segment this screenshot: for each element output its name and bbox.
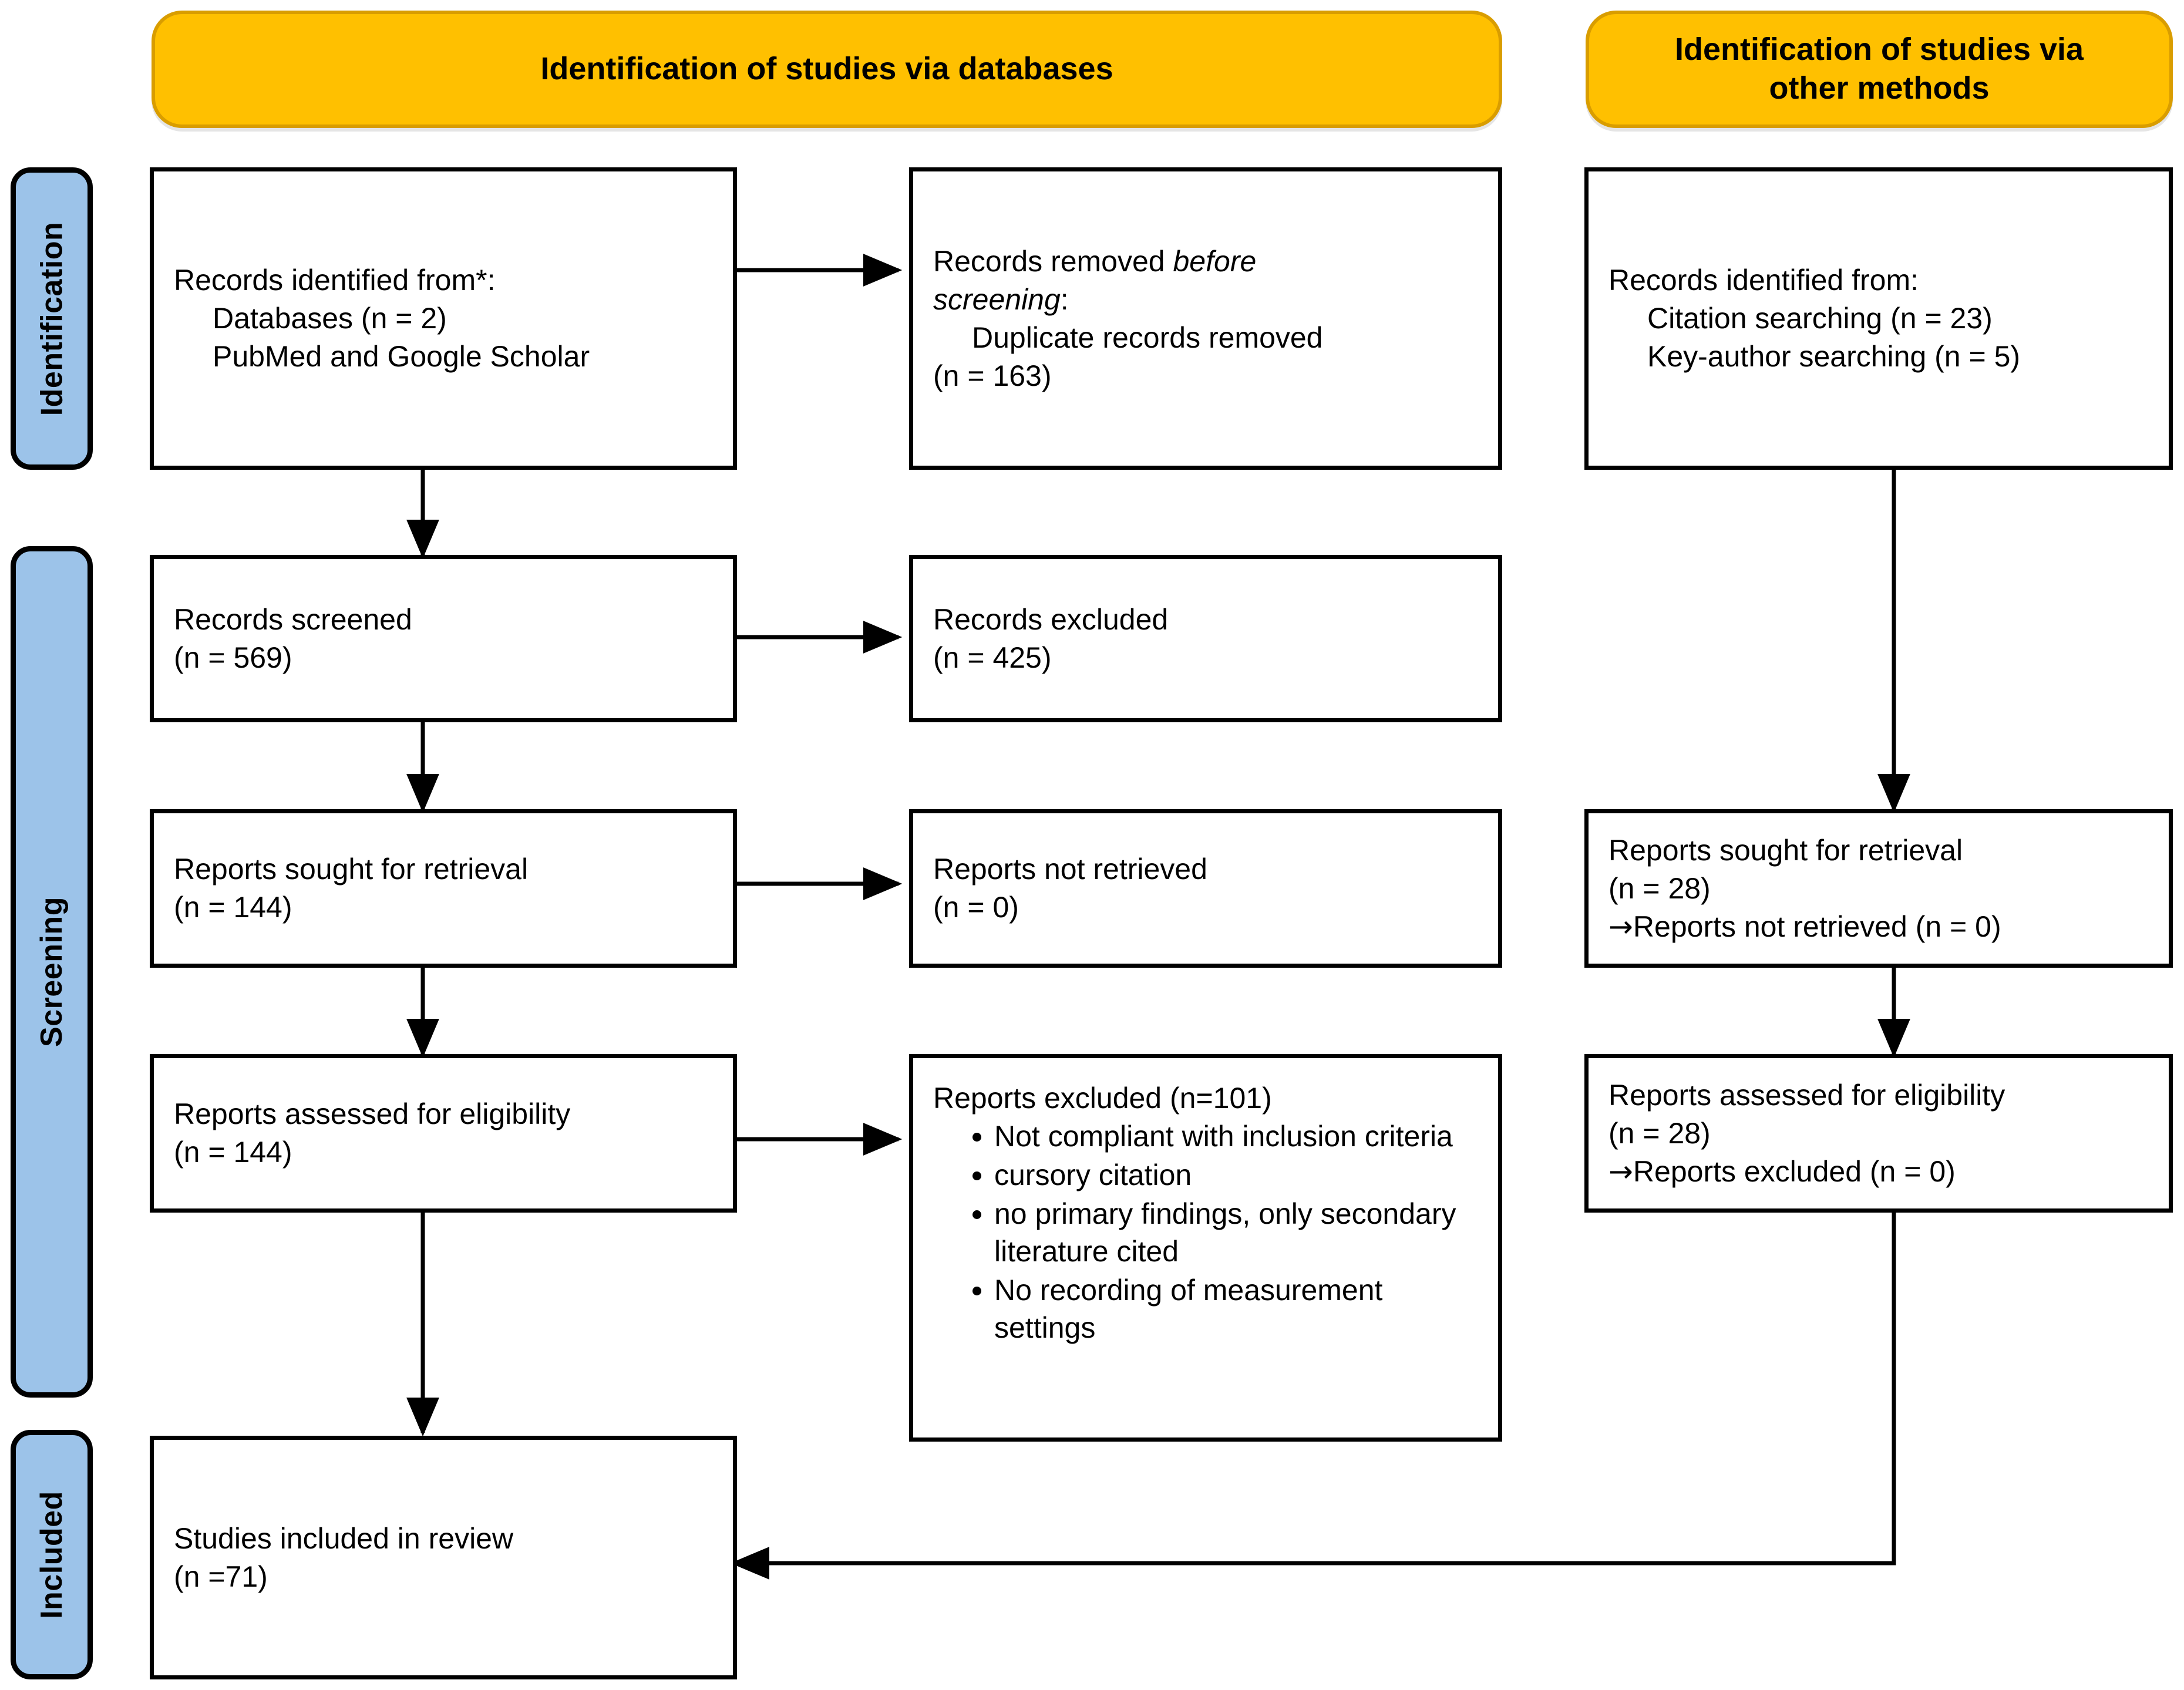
studies-included-line1: Studies included in review [174, 1521, 514, 1555]
stage-label-identification: Identification [11, 167, 93, 470]
stage-included-text: Included [35, 1490, 69, 1619]
list-item: cursory citation [994, 1156, 1478, 1194]
box-other-reports-assessed-for-eligibility: Reports assessed for eligibility (n = 28… [1584, 1054, 2173, 1213]
records-removed-line2-italic: screening [933, 282, 1061, 316]
records-screened-line2: (n = 569) [174, 641, 292, 674]
reports-not-retrieved-line2: (n = 0) [933, 891, 1019, 924]
reports-excluded-heading: Reports excluded (n=101) [933, 1082, 1272, 1115]
other-reports-assessed-line1: Reports assessed for eligibility [1608, 1078, 2005, 1112]
stage-label-screening: Screening [11, 546, 93, 1398]
records-removed-line2-post: : [1060, 282, 1069, 316]
records-removed-line3: Duplicate records removed [972, 321, 1323, 354]
box-other-reports-sought-for-retrieval: Reports sought for retrieval (n = 28) →R… [1584, 809, 2173, 968]
box-records-identified: Records identified from*: Databases (n =… [150, 167, 737, 470]
other-reports-sought-line1: Reports sought for retrieval [1608, 833, 1963, 867]
other-records-identified-line1: Records identified from: [1608, 264, 1919, 297]
other-reports-sought-line3: →Reports not retrieved (n = 0) [1608, 908, 2149, 946]
banner-databases-label: Identification of studies via databases [540, 51, 1113, 87]
stage-identification-text: Identification [35, 221, 69, 416]
stage-label-included: Included [11, 1430, 93, 1679]
reports-assessed-line2: (n = 144) [174, 1136, 292, 1169]
reports-assessed-line1: Reports assessed for eligibility [174, 1098, 571, 1130]
right-arrow-icon: → [1608, 909, 1633, 944]
other-reports-sought-line2: (n = 28) [1608, 871, 1711, 905]
other-reports-assessed-line2: (n = 28) [1608, 1116, 1711, 1150]
banner-identification-databases: Identification of studies via databases [152, 11, 1502, 128]
other-records-identified-line3: Key-author searching (n = 5) [1647, 340, 2021, 373]
other-records-identified-line2: Citation searching (n = 23) [1647, 302, 1993, 335]
box-records-excluded: Records excluded (n = 425) [909, 555, 1502, 722]
reports-not-retrieved-line1: Reports not retrieved [933, 853, 1207, 886]
stage-screening-text: Screening [35, 897, 69, 1047]
box-reports-assessed-for-eligibility: Reports assessed for eligibility (n = 14… [150, 1054, 737, 1213]
banner-other-methods-label: Identification of studies via other meth… [1674, 32, 2084, 106]
records-removed-line1-italic: before [1173, 244, 1257, 278]
records-identified-line2: Databases (n = 2) [213, 302, 447, 335]
list-item: Not compliant with inclusion criteria [994, 1117, 1478, 1155]
list-item: No recording of measurement settings [994, 1271, 1478, 1346]
records-removed-line1: Records removed before [933, 245, 1256, 278]
banner-identification-other-methods: Identification of studies via other meth… [1586, 11, 2173, 128]
records-identified-line3: PubMed and Google Scholar [213, 340, 590, 373]
studies-included-line2: (n =71) [174, 1560, 268, 1593]
list-item: no primary findings, only secondary lite… [994, 1195, 1478, 1270]
box-reports-not-retrieved: Reports not retrieved (n = 0) [909, 809, 1502, 968]
box-reports-sought-for-retrieval: Reports sought for retrieval (n = 144) [150, 809, 737, 968]
records-removed-line4: (n = 163) [933, 359, 1052, 392]
records-removed-line2: screening: [933, 281, 1478, 319]
other-reports-sought-line3-text: Reports not retrieved (n = 0) [1633, 910, 2001, 943]
reports-sought-line2: (n = 144) [174, 891, 292, 924]
reports-excluded-reason-list: Not compliant with inclusion criteria cu… [933, 1117, 1478, 1346]
other-reports-assessed-line3: →Reports excluded (n = 0) [1608, 1153, 2149, 1191]
records-identified-line1: Records identified from*: [174, 264, 496, 297]
records-excluded-line2: (n = 425) [933, 641, 1052, 674]
records-excluded-line1: Records excluded [933, 602, 1169, 636]
box-other-records-identified: Records identified from: Citation search… [1584, 167, 2173, 470]
reports-sought-line1: Reports sought for retrieval [174, 853, 529, 886]
box-records-removed-before-screening: Records removed before screening: Duplic… [909, 167, 1502, 470]
box-reports-excluded-with-reasons: Reports excluded (n=101) Not compliant w… [909, 1054, 1502, 1442]
box-studies-included-in-review: Studies included in review (n =71) [150, 1436, 737, 1679]
records-removed-line1-pre: Records removed [933, 244, 1173, 278]
other-reports-assessed-line3-text: Reports excluded (n = 0) [1633, 1154, 1956, 1188]
records-screened-line1: Records screened [174, 602, 412, 636]
right-arrow-icon: → [1608, 1154, 1633, 1189]
box-records-screened: Records screened (n = 569) [150, 555, 737, 722]
